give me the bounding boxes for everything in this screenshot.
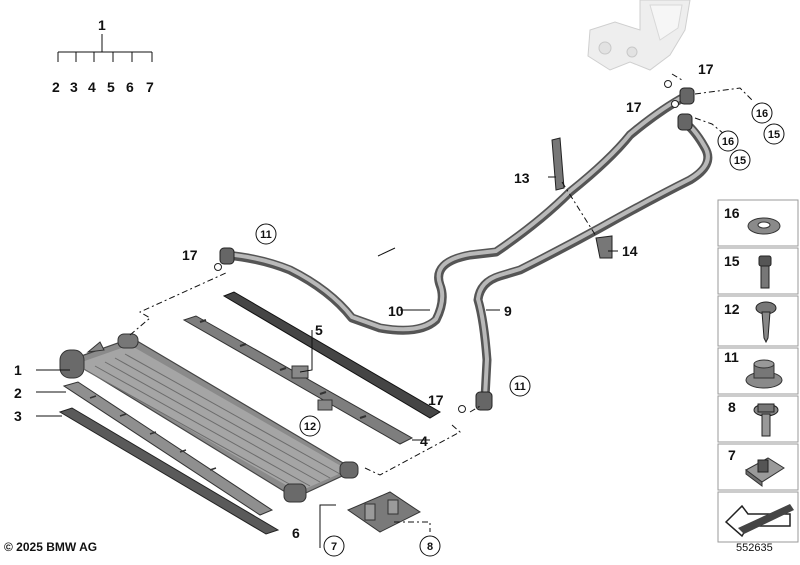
part-label: 4: [420, 433, 428, 449]
legend-number: 15: [724, 253, 740, 269]
flange-nut-icon: [745, 359, 783, 389]
legend-cell: [717, 247, 799, 295]
washer-icon: [747, 217, 781, 235]
screw-icon: [755, 301, 777, 344]
part-label: 13: [514, 170, 530, 186]
mounting-bracket: [182, 315, 414, 445]
part-label: 17: [182, 247, 198, 263]
part-label: 17: [698, 61, 714, 77]
circled-label: 8: [427, 541, 433, 553]
legend-number: 16: [724, 205, 740, 221]
tree-child-label: 4: [88, 79, 96, 95]
circled-label: 16: [722, 136, 734, 148]
circled-label: 7: [331, 541, 337, 553]
tree-child-label: 3: [70, 79, 78, 95]
legend-number: 8: [728, 399, 736, 415]
part-label: 3: [14, 408, 22, 424]
bolt-icon: [758, 255, 772, 289]
part-labels: 1 2 3 4 5 6 9 10 13 14 17 17 17 17: [14, 61, 714, 541]
circled-references: 11 11 12 7 8 16 15 16 15: [255, 102, 785, 557]
circled-label: 12: [304, 421, 316, 433]
lower-bracket: [346, 491, 421, 533]
part-label: 6: [292, 525, 300, 541]
seal-strip-bottom: [58, 407, 280, 535]
tree-child-label: 6: [126, 79, 134, 95]
circled-label: 11: [514, 381, 526, 393]
oil-line-9: [473, 117, 713, 403]
tree-child-label: 2: [52, 79, 60, 95]
diagram-id: 552635: [736, 542, 773, 554]
legend-number: 7: [728, 447, 736, 463]
fastener-legend: 16 15 12 11 8 7: [717, 199, 799, 543]
part-label: 1: [14, 362, 22, 378]
circled-label: 15: [734, 155, 746, 167]
part-label: 2: [14, 385, 22, 401]
copyright-text: © 2025 BMW AG: [4, 540, 98, 554]
part-label: 10: [388, 303, 404, 319]
rubber-seal: [222, 291, 441, 419]
circled-label: 16: [756, 108, 768, 120]
tree-child-label: 7: [146, 79, 154, 95]
oil-line-10: [220, 91, 691, 335]
part-label: 17: [428, 392, 444, 408]
legend-number: 12: [724, 301, 740, 317]
hex-bolt-icon: [753, 403, 779, 437]
legend-number: 11: [724, 349, 739, 365]
tree-root-label: 1: [98, 17, 106, 33]
part-label: 17: [626, 99, 642, 115]
clip-nut-icon: [745, 457, 785, 487]
tree-child-label: 5: [107, 79, 115, 95]
arrow-indicator-icon: [724, 504, 794, 538]
part-label: 14: [622, 243, 638, 259]
part-label: 5: [315, 322, 323, 338]
transmission-housing: [587, 0, 691, 71]
seal-strip-lower: [62, 381, 274, 516]
transmission-oil-cooler: [59, 333, 359, 503]
group-tree: 1 2 3 4 5 6 7: [52, 17, 154, 95]
circled-label: 15: [768, 129, 780, 141]
circled-label: 11: [260, 229, 272, 241]
part-label: 9: [504, 303, 512, 319]
o-ring-icons: [214, 80, 679, 413]
